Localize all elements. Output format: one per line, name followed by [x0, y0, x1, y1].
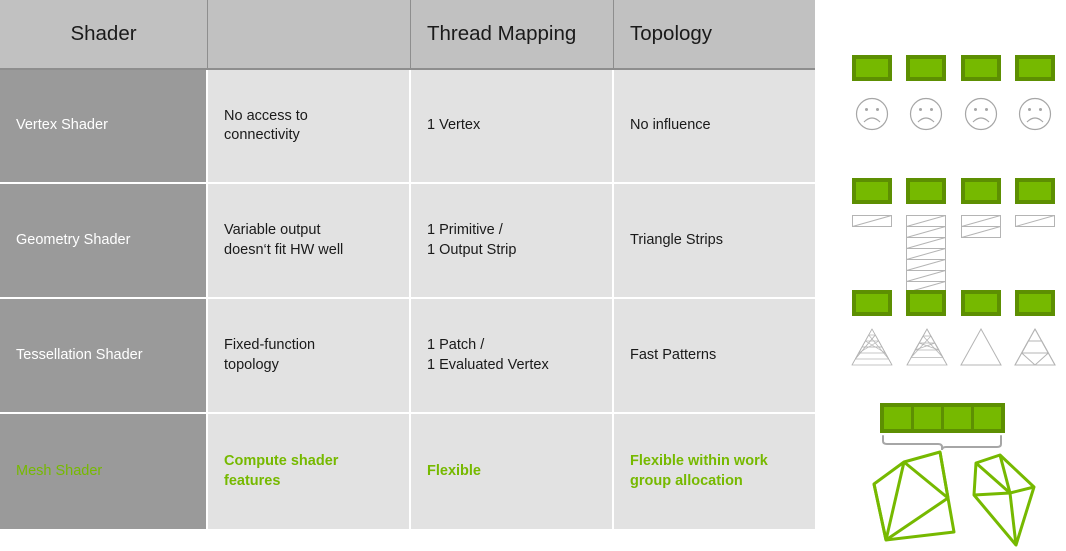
cell-limitation: Compute shader features — [208, 414, 411, 529]
cell-line: 1 Patch / — [427, 337, 485, 354]
thread-box — [1015, 290, 1055, 316]
cell-line: Flexible within work — [630, 453, 768, 470]
wireframe-mesh-icon — [858, 450, 966, 546]
thread-box — [1015, 55, 1055, 81]
sad-face-icon — [908, 96, 944, 132]
table-row: Geometry Shader Variable output doesn‘t … — [0, 184, 815, 299]
tessellated-triangle-icon — [905, 327, 949, 367]
cell-topology: Flexible within work group allocation — [614, 414, 815, 529]
cell-limitation: Variable output doesn‘t fit HW well — [208, 184, 411, 299]
table-header-row: Shader Thread Mapping Topology — [0, 0, 815, 70]
cell-topology: No influence — [614, 70, 815, 184]
table-body: Vertex Shader No access to connectivity … — [0, 70, 815, 529]
triangle-strip-icon — [1015, 215, 1055, 299]
illustration-geometry-shader — [830, 170, 1066, 295]
illustration-mesh-shader — [830, 395, 1066, 547]
column-header-thread-mapping: Thread Mapping — [411, 0, 614, 70]
shader-comparison-table: Shader Thread Mapping Topology Vertex Sh… — [0, 0, 815, 529]
cell-line: Fast Patterns — [630, 346, 717, 363]
illustration-tessellation-shader — [830, 285, 1066, 395]
cell-line: group allocation — [630, 472, 743, 489]
cell-line: Fixed-function — [224, 337, 316, 354]
cell-line: Triangle Strips — [630, 231, 723, 248]
tessellated-triangle-icon — [850, 327, 894, 367]
cell-line: 1 Primitive / — [427, 222, 503, 239]
cell-line: 1 Output Strip — [427, 241, 517, 258]
cell-line: Flexible — [427, 462, 481, 479]
cell-line: doesn‘t fit HW well — [224, 241, 344, 258]
table-row: Tessellation Shader Fixed-function topol… — [0, 299, 815, 414]
sad-face-icon — [1017, 96, 1053, 132]
cell-thread-mapping: Flexible — [411, 414, 614, 529]
cell-thread-mapping: 1 Vertex — [411, 70, 614, 184]
cell-shader-name: Geometry Shader — [0, 184, 208, 299]
thread-box — [852, 290, 892, 316]
thread-box — [961, 55, 1001, 81]
cell-thread-mapping: 1 Primitive / 1 Output Strip — [411, 184, 614, 299]
cell-limitation: Fixed-function topology — [208, 299, 411, 414]
table-row: Mesh Shader Compute shader features Flex… — [0, 414, 815, 529]
cell-shader-name: Vertex Shader — [0, 70, 208, 184]
thread-box — [852, 55, 892, 81]
table-header: Shader Thread Mapping Topology — [0, 0, 815, 70]
cell-line: 1 Vertex — [427, 117, 481, 134]
cell-line: Variable output — [224, 222, 321, 239]
thread-box — [906, 290, 946, 316]
illustration-column — [830, 0, 1066, 547]
column-header-limitation — [208, 0, 411, 70]
cell-line: topology — [224, 356, 279, 373]
table-row: Vertex Shader No access to connectivity … — [0, 70, 815, 184]
thread-box — [852, 178, 892, 204]
sad-face-icon — [854, 96, 890, 132]
cell-line: No influence — [630, 117, 711, 134]
cell-shader-name: Mesh Shader — [0, 414, 208, 529]
thread-box — [1015, 178, 1055, 204]
thread-box — [906, 55, 946, 81]
curly-brace-icon — [880, 434, 1005, 452]
cell-thread-mapping: 1 Patch / 1 Evaluated Vertex — [411, 299, 614, 414]
cell-line: 1 Evaluated Vertex — [427, 356, 549, 373]
cell-line: No access to — [224, 107, 308, 124]
thread-box — [906, 178, 946, 204]
triangle-strip-icon — [852, 215, 892, 299]
thread-box — [961, 290, 1001, 316]
cell-limitation: No access to connectivity — [208, 70, 411, 184]
cell-line: Compute shader — [224, 453, 339, 470]
wireframe-mesh-icon — [956, 447, 1042, 551]
cell-topology: Triangle Strips — [614, 184, 815, 299]
cell-line: connectivity — [224, 127, 300, 143]
column-header-shader: Shader — [0, 0, 208, 70]
cell-shader-name: Tessellation Shader — [0, 299, 208, 414]
triangle-strip-icon — [961, 215, 1001, 299]
cell-topology: Fast Patterns — [614, 299, 815, 414]
column-header-topology: Topology — [614, 0, 815, 70]
thread-box — [961, 178, 1001, 204]
sad-face-icon — [963, 96, 999, 132]
tessellated-triangle-icon — [959, 327, 1003, 367]
tessellated-triangle-icon — [1013, 327, 1057, 367]
illustration-vertex-shader — [830, 55, 1066, 170]
cell-line: features — [224, 472, 281, 489]
work-group-bar — [880, 403, 1005, 433]
